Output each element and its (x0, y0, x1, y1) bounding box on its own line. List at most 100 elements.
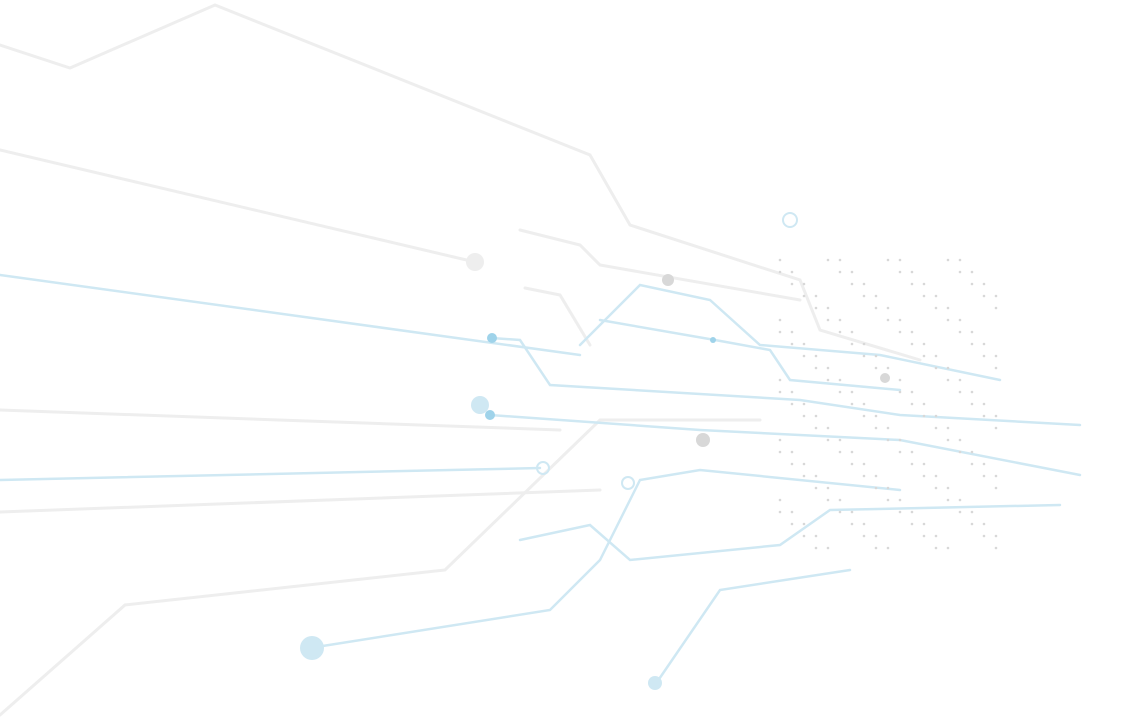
grid-dot (790, 522, 794, 526)
grid-dot (826, 426, 830, 430)
circuit-trace (0, 273, 582, 357)
grid-dot (826, 438, 830, 442)
grid-dot (982, 462, 986, 466)
grid-dot (838, 510, 842, 514)
grid-dot (874, 366, 878, 370)
grid-dot (850, 342, 854, 346)
grid-dot (982, 282, 986, 286)
circuit-trace (518, 503, 1062, 562)
grid-dot (814, 306, 818, 310)
grid-dot (922, 354, 926, 358)
grid-dot (874, 474, 878, 478)
grid-dot (994, 474, 998, 478)
grid-dot (970, 402, 974, 406)
grid-dot (946, 366, 950, 370)
grid-dot (814, 426, 818, 430)
grid-dot (778, 258, 782, 262)
circuit-node (880, 373, 890, 383)
grid-dot (874, 354, 878, 358)
grid-dot (886, 258, 890, 262)
grid-dot (874, 306, 878, 310)
grid-dot (802, 354, 806, 358)
circuit-node (710, 337, 716, 343)
grid-dot (790, 270, 794, 274)
circuit-trace (578, 283, 1002, 382)
grid-dot (826, 498, 830, 502)
grid-dot (862, 522, 866, 526)
grid-dot (778, 510, 782, 514)
grid-dot (958, 318, 962, 322)
grid-dot (862, 282, 866, 286)
grid-dot (982, 402, 986, 406)
circuit-node (466, 253, 484, 271)
circuit-node (471, 396, 489, 414)
grid-dot (778, 318, 782, 322)
grid-dot (838, 378, 842, 382)
grid-dot (922, 414, 926, 418)
grid-dot (802, 462, 806, 466)
grid-dot (898, 438, 902, 442)
grid-dot (922, 342, 926, 346)
grid-dot (778, 330, 782, 334)
grid-dot (994, 534, 998, 538)
circuit-node (662, 274, 674, 286)
grid-dot (958, 438, 962, 442)
circuit-trace (0, 418, 762, 717)
grid-dot (982, 522, 986, 526)
circuit-node (485, 410, 495, 420)
grid-dot (910, 342, 914, 346)
grid-dot (994, 486, 998, 490)
grid-dot (910, 282, 914, 286)
grid-dot (886, 318, 890, 322)
grid-dot (922, 522, 926, 526)
grid-dot (838, 438, 842, 442)
grid-dot (934, 534, 938, 538)
circuit-node (696, 433, 710, 447)
grid-dot (946, 546, 950, 550)
grid-dot (850, 450, 854, 454)
circuit-node (782, 212, 798, 228)
grid-dot (946, 438, 950, 442)
grid-dot (922, 402, 926, 406)
circuit-lines-gray (0, 3, 922, 717)
circuit-trace (0, 408, 562, 432)
dot-grid (778, 258, 998, 550)
grid-dot (838, 390, 842, 394)
grid-dot (934, 366, 938, 370)
grid-dot (874, 546, 878, 550)
grid-dot (898, 318, 902, 322)
grid-dot (898, 330, 902, 334)
grid-dot (970, 282, 974, 286)
grid-dot (886, 438, 890, 442)
grid-dot (946, 318, 950, 322)
circuit-trace (653, 568, 852, 687)
grid-dot (946, 426, 950, 430)
grid-dot (874, 486, 878, 490)
grid-dot (862, 354, 866, 358)
circuit-node (300, 636, 324, 660)
grid-dot (778, 378, 782, 382)
circuit-trace (0, 148, 477, 264)
grid-dot (910, 390, 914, 394)
grid-dot (850, 330, 854, 334)
grid-dot (946, 306, 950, 310)
grid-dot (970, 330, 974, 334)
circuit-trace (0, 466, 542, 482)
grid-dot (790, 390, 794, 394)
grid-dot (994, 294, 998, 298)
grid-dot (862, 534, 866, 538)
grid-dot (958, 498, 962, 502)
grid-dot (862, 414, 866, 418)
grid-dot (946, 486, 950, 490)
grid-dot (934, 294, 938, 298)
grid-dot (850, 522, 854, 526)
circuit-node (648, 676, 662, 690)
grid-dot (814, 546, 818, 550)
grid-dot (910, 510, 914, 514)
grid-dot (814, 294, 818, 298)
grid-dot (934, 474, 938, 478)
grid-dot (970, 450, 974, 454)
grid-dot (934, 306, 938, 310)
circuit-trace (0, 488, 602, 514)
grid-dot (874, 534, 878, 538)
